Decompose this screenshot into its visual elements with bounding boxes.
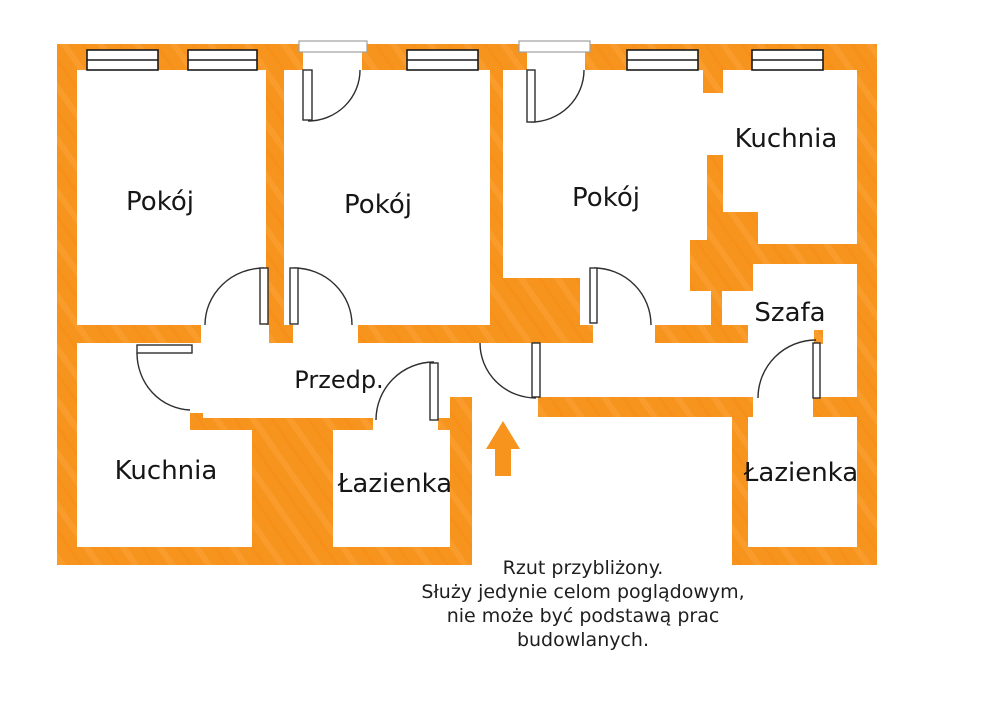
door-leaf — [259, 267, 269, 325]
door-leaf — [136, 344, 193, 354]
door-leaf — [526, 69, 536, 123]
wall — [814, 330, 823, 344]
wall — [190, 413, 203, 430]
wall — [450, 397, 472, 565]
wall — [707, 155, 723, 212]
wall — [732, 413, 748, 565]
door-swing-arc — [479, 342, 537, 399]
room-label-lazienka-middle: Łazienka — [337, 469, 453, 499]
door-leaf — [812, 342, 821, 399]
wall — [269, 325, 293, 343]
door-lazienka-right — [757, 339, 821, 399]
wall — [813, 397, 857, 417]
room-label-kuchnia-bottom: Kuchnia — [114, 456, 218, 486]
window — [86, 49, 159, 71]
door-leaf — [531, 342, 541, 398]
wall — [707, 212, 758, 264]
door-leaf — [429, 362, 439, 421]
entrance-door — [479, 342, 541, 399]
balcony-door-pokoj-3 — [526, 69, 585, 123]
wall — [358, 325, 593, 343]
room-label-pokoj-3: Pokój — [572, 183, 640, 213]
wall — [438, 418, 452, 430]
wall — [857, 44, 877, 565]
room-label-przedpokoj: Przedp. — [294, 366, 384, 394]
wall — [732, 547, 877, 565]
wall — [690, 262, 753, 291]
room-label-kuchnia-top: Kuchnia — [734, 124, 838, 154]
balcony-door-pokoj-2 — [302, 69, 361, 122]
wall — [703, 70, 723, 93]
door-swing-arc — [204, 267, 265, 326]
caption-line-2: Służy jedynie celom poglądowym, — [421, 581, 745, 603]
wall — [753, 244, 857, 264]
balcony-threshold — [518, 40, 591, 53]
entrance-arrow-icon — [486, 421, 520, 476]
room-label-lazienka-right: Łazienka — [743, 458, 859, 488]
window — [187, 49, 258, 71]
walls — [57, 44, 877, 565]
wall — [490, 70, 503, 278]
doors — [136, 69, 821, 421]
door-kuchnia-bottom — [136, 344, 193, 411]
wall — [538, 397, 753, 417]
door-swing-arc — [593, 267, 652, 326]
door-swing-arc — [307, 69, 361, 122]
caption-line-1: Rzut przybliżony. — [502, 557, 664, 579]
wall — [203, 418, 373, 430]
door-swing-arc — [293, 267, 353, 326]
door-pokoj-1 — [204, 267, 269, 326]
door-pokoj-2 — [289, 267, 353, 326]
wall — [690, 240, 707, 264]
door-pokoj-3 — [589, 267, 652, 326]
door-swing-arc — [757, 339, 817, 399]
disclaimer-caption: Rzut przybliżony. Służy jedynie celom po… — [383, 556, 783, 652]
room-label-szafa: Szafa — [754, 298, 826, 328]
wall — [655, 325, 748, 343]
door-lazienka-middle — [375, 361, 439, 421]
caption-line-3: nie może być podstawą prac budowlanych. — [446, 605, 720, 651]
door-leaf — [289, 267, 299, 325]
door-swing-arc — [136, 352, 191, 411]
door-swing-arc — [375, 361, 435, 421]
door-leaf — [302, 69, 313, 121]
room-label-pokoj-1: Pokój — [126, 187, 194, 217]
window — [626, 49, 699, 71]
wall — [266, 70, 284, 325]
wall — [57, 44, 77, 565]
wall — [57, 325, 201, 343]
windows — [86, 49, 824, 71]
door-leaf — [589, 267, 598, 324]
wall — [711, 291, 722, 326]
balcony-thresholds — [298, 40, 591, 53]
balcony-threshold — [298, 40, 368, 53]
window — [406, 49, 479, 71]
room-label-pokoj-2: Pokój — [344, 190, 412, 220]
window — [751, 49, 824, 71]
wall — [57, 547, 472, 565]
door-swing-arc — [530, 69, 585, 123]
wall — [252, 430, 333, 547]
